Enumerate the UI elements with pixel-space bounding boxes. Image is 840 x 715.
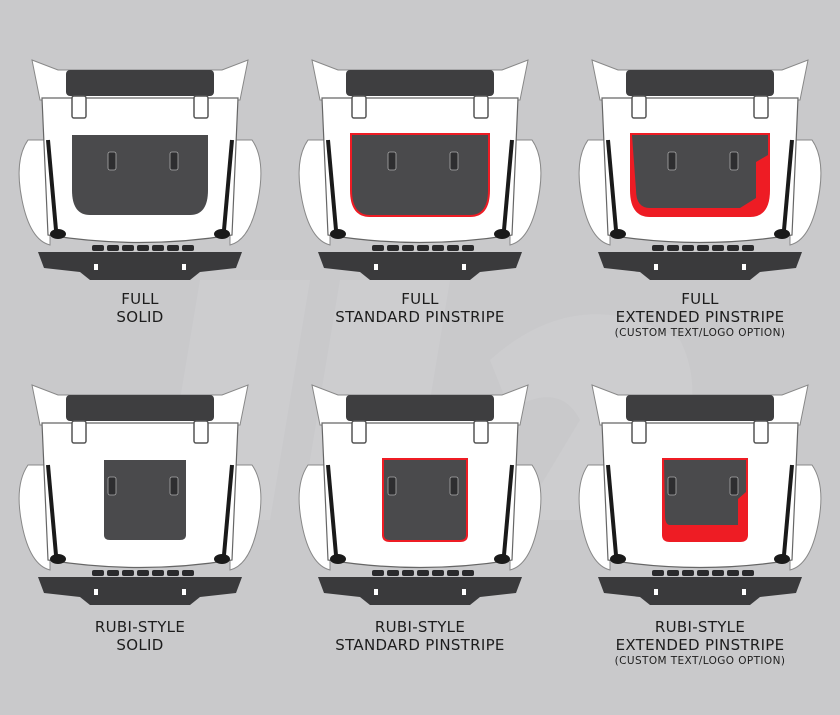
- option-subtitle: STANDARD PINSTRIPE: [335, 308, 505, 326]
- jeep-hood-rubi-standard-pinstripe-illustration: [297, 383, 543, 605]
- option-subtitle: SOLID: [116, 308, 164, 326]
- option-full-standard-pinstripe: FULL STANDARD PINSTRIPE: [280, 40, 560, 390]
- option-note: (CUSTOM TEXT/LOGO OPTION): [614, 327, 786, 339]
- jeep-hood-rubi-extended-pinstripe-illustration: [577, 383, 823, 605]
- option-title: RUBI-STYLE: [654, 618, 746, 636]
- option-title: FULL: [681, 290, 719, 308]
- option-full-extended-pinstripe: FULL EXTENDED PINSTRIPE (CUSTOM TEXT/LOG…: [560, 40, 840, 390]
- jeep-hood-full-solid-illustration: [17, 58, 263, 280]
- option-title: FULL: [401, 290, 439, 308]
- option-subtitle: SOLID: [116, 636, 164, 654]
- option-title: RUBI-STYLE: [94, 618, 186, 636]
- jeep-hood-full-extended-pinstripe-illustration: [577, 58, 823, 280]
- option-subtitle: EXTENDED PINSTRIPE: [615, 308, 785, 326]
- jeep-hood-rubi-solid-illustration: [17, 383, 263, 605]
- option-full-solid: FULL SOLID: [0, 40, 280, 390]
- jeep-hood-full-standard-pinstripe-illustration: [297, 58, 543, 280]
- option-subtitle: EXTENDED PINSTRIPE: [615, 636, 785, 654]
- option-rubi-style-standard-pinstripe: RUBI-STYLE STANDARD PINSTRIPE: [280, 365, 560, 715]
- option-subtitle: STANDARD PINSTRIPE: [335, 636, 505, 654]
- option-title: RUBI-STYLE: [374, 618, 466, 636]
- option-rubi-style-extended-pinstripe: RUBI-STYLE EXTENDED PINSTRIPE (CUSTOM TE…: [560, 365, 840, 715]
- option-title: FULL: [121, 290, 159, 308]
- option-rubi-style-solid: RUBI-STYLE SOLID: [0, 365, 280, 715]
- option-note: (CUSTOM TEXT/LOGO OPTION): [614, 655, 786, 667]
